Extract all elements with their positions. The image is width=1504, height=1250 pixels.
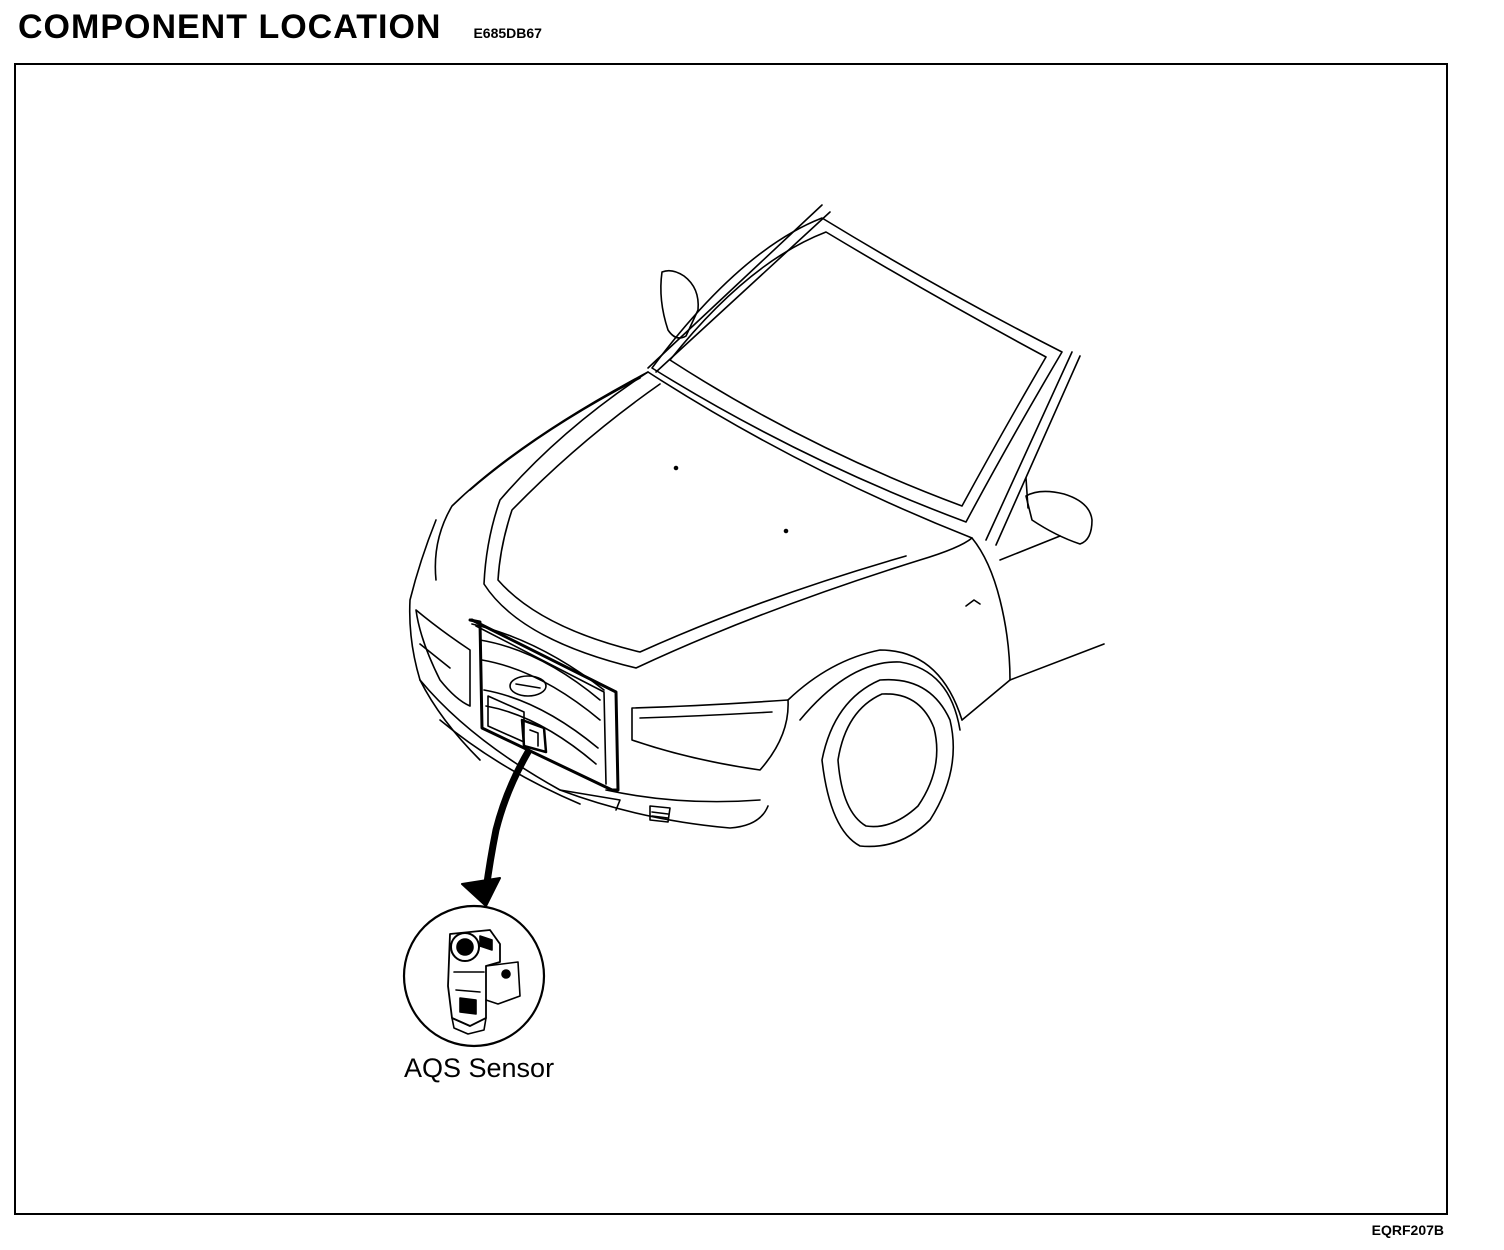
page-header: COMPONENT LOCATION E685DB67: [18, 8, 542, 47]
document-code: E685DB67: [473, 25, 542, 41]
diagram-frame: [14, 63, 1448, 1215]
callout-arrow-icon: [461, 748, 532, 907]
aqs-sensor-icon: [402, 904, 546, 1048]
figure-id: EQRF207B: [1371, 1222, 1444, 1238]
vehicle-front-icon: [408, 204, 1105, 848]
page-title: COMPONENT LOCATION: [18, 8, 442, 46]
aqs-sensor-label: AQS Sensor: [404, 1053, 555, 1083]
